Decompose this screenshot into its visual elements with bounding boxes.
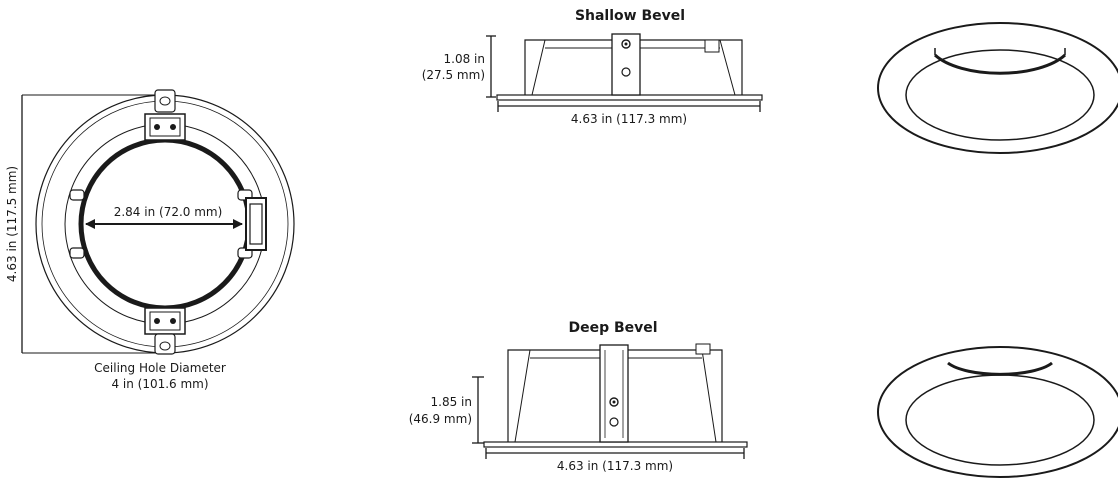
deep-width-label: 4.63 in (117.3 mm)	[557, 459, 673, 473]
shallow-bevel-title: Shallow Bevel	[575, 8, 685, 24]
outer-height-label: 4.63 in (117.5 mm)	[5, 166, 19, 282]
deep-bracket	[599, 344, 629, 443]
shallow-bevel-side-view: Shallow Bevel 1.08 in (27.5 mm) 4.63 in …	[422, 8, 763, 126]
deep-bevel-perspective	[877, 346, 1118, 478]
deep-height-mm: (46.9 mm)	[409, 412, 472, 426]
deep-bevel-title: Deep Bevel	[568, 320, 657, 336]
shallow-width-label: 4.63 in (117.3 mm)	[571, 112, 687, 126]
shallow-flange	[496, 94, 763, 101]
bottom-clip	[144, 307, 186, 355]
deep-bevel-side-view: Deep Bevel 1.85 in (46.9 mm) 4.63 in (11…	[409, 320, 748, 473]
shallow-height-mm: (27.5 mm)	[422, 68, 485, 82]
top-view: 4.63 in (117.5 mm)	[5, 89, 295, 391]
top-clip	[144, 89, 186, 141]
ceiling-hole-caption: Ceiling Hole Diameter	[94, 361, 226, 375]
shallow-height-in: 1.08 in	[444, 52, 485, 66]
deep-height-in: 1.85 in	[431, 395, 472, 409]
ceiling-hole-size: 4 in (101.6 mm)	[111, 377, 208, 391]
side-pins	[69, 189, 267, 259]
deep-flange	[483, 441, 748, 448]
inner-diameter-label: 2.84 in (72.0 mm)	[114, 205, 223, 219]
shallow-bevel-perspective	[877, 22, 1118, 154]
